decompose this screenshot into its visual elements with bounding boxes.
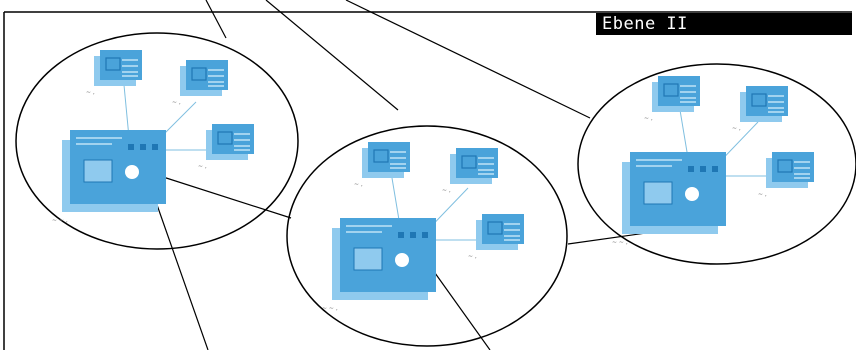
server-node <box>731 85 789 133</box>
server-node <box>85 49 143 97</box>
cluster-right <box>577 63 856 265</box>
main-server-node <box>321 217 437 313</box>
server-node <box>467 213 525 261</box>
cluster-right-nodes <box>611 75 815 247</box>
pointer-line <box>205 0 227 39</box>
server-node <box>441 147 499 195</box>
server-node <box>757 151 815 199</box>
server-node <box>353 141 411 189</box>
main-server-node <box>51 129 167 225</box>
server-node <box>643 75 701 123</box>
cluster-middle-nodes <box>321 141 525 313</box>
pointer-line <box>265 0 399 111</box>
level-label: Ebene II <box>596 13 852 35</box>
cluster-left <box>15 32 299 250</box>
pointer-line <box>345 0 591 119</box>
main-server-node <box>611 151 727 247</box>
server-node <box>171 59 229 107</box>
server-node <box>197 123 255 171</box>
cluster-left-nodes <box>51 49 255 225</box>
pointer-line <box>429 265 491 350</box>
connection-line <box>159 175 292 219</box>
pointer-line <box>155 201 209 350</box>
cluster-middle <box>286 125 568 347</box>
